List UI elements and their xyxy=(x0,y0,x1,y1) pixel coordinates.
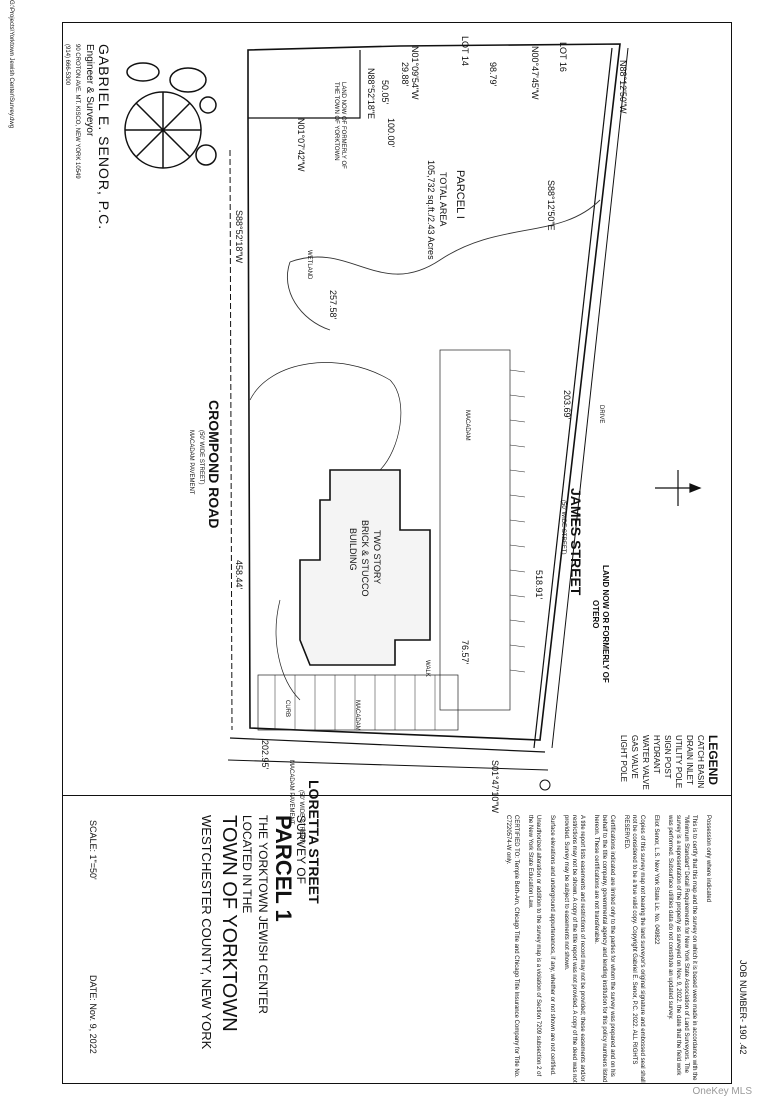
sheet-frame xyxy=(62,22,732,1084)
wetland-line xyxy=(289,199,601,275)
parking-lot-east xyxy=(439,349,511,711)
job-number: JOB NUMBER- 190 .42 xyxy=(738,960,748,1055)
watermark: OneKey MLS xyxy=(692,1086,752,1097)
title-divider xyxy=(62,795,732,796)
north-arrow xyxy=(655,470,702,506)
engineer-logo xyxy=(108,60,218,180)
parking-lot-south xyxy=(257,674,459,731)
building-footprint xyxy=(299,469,431,666)
property-boundary xyxy=(247,43,621,741)
